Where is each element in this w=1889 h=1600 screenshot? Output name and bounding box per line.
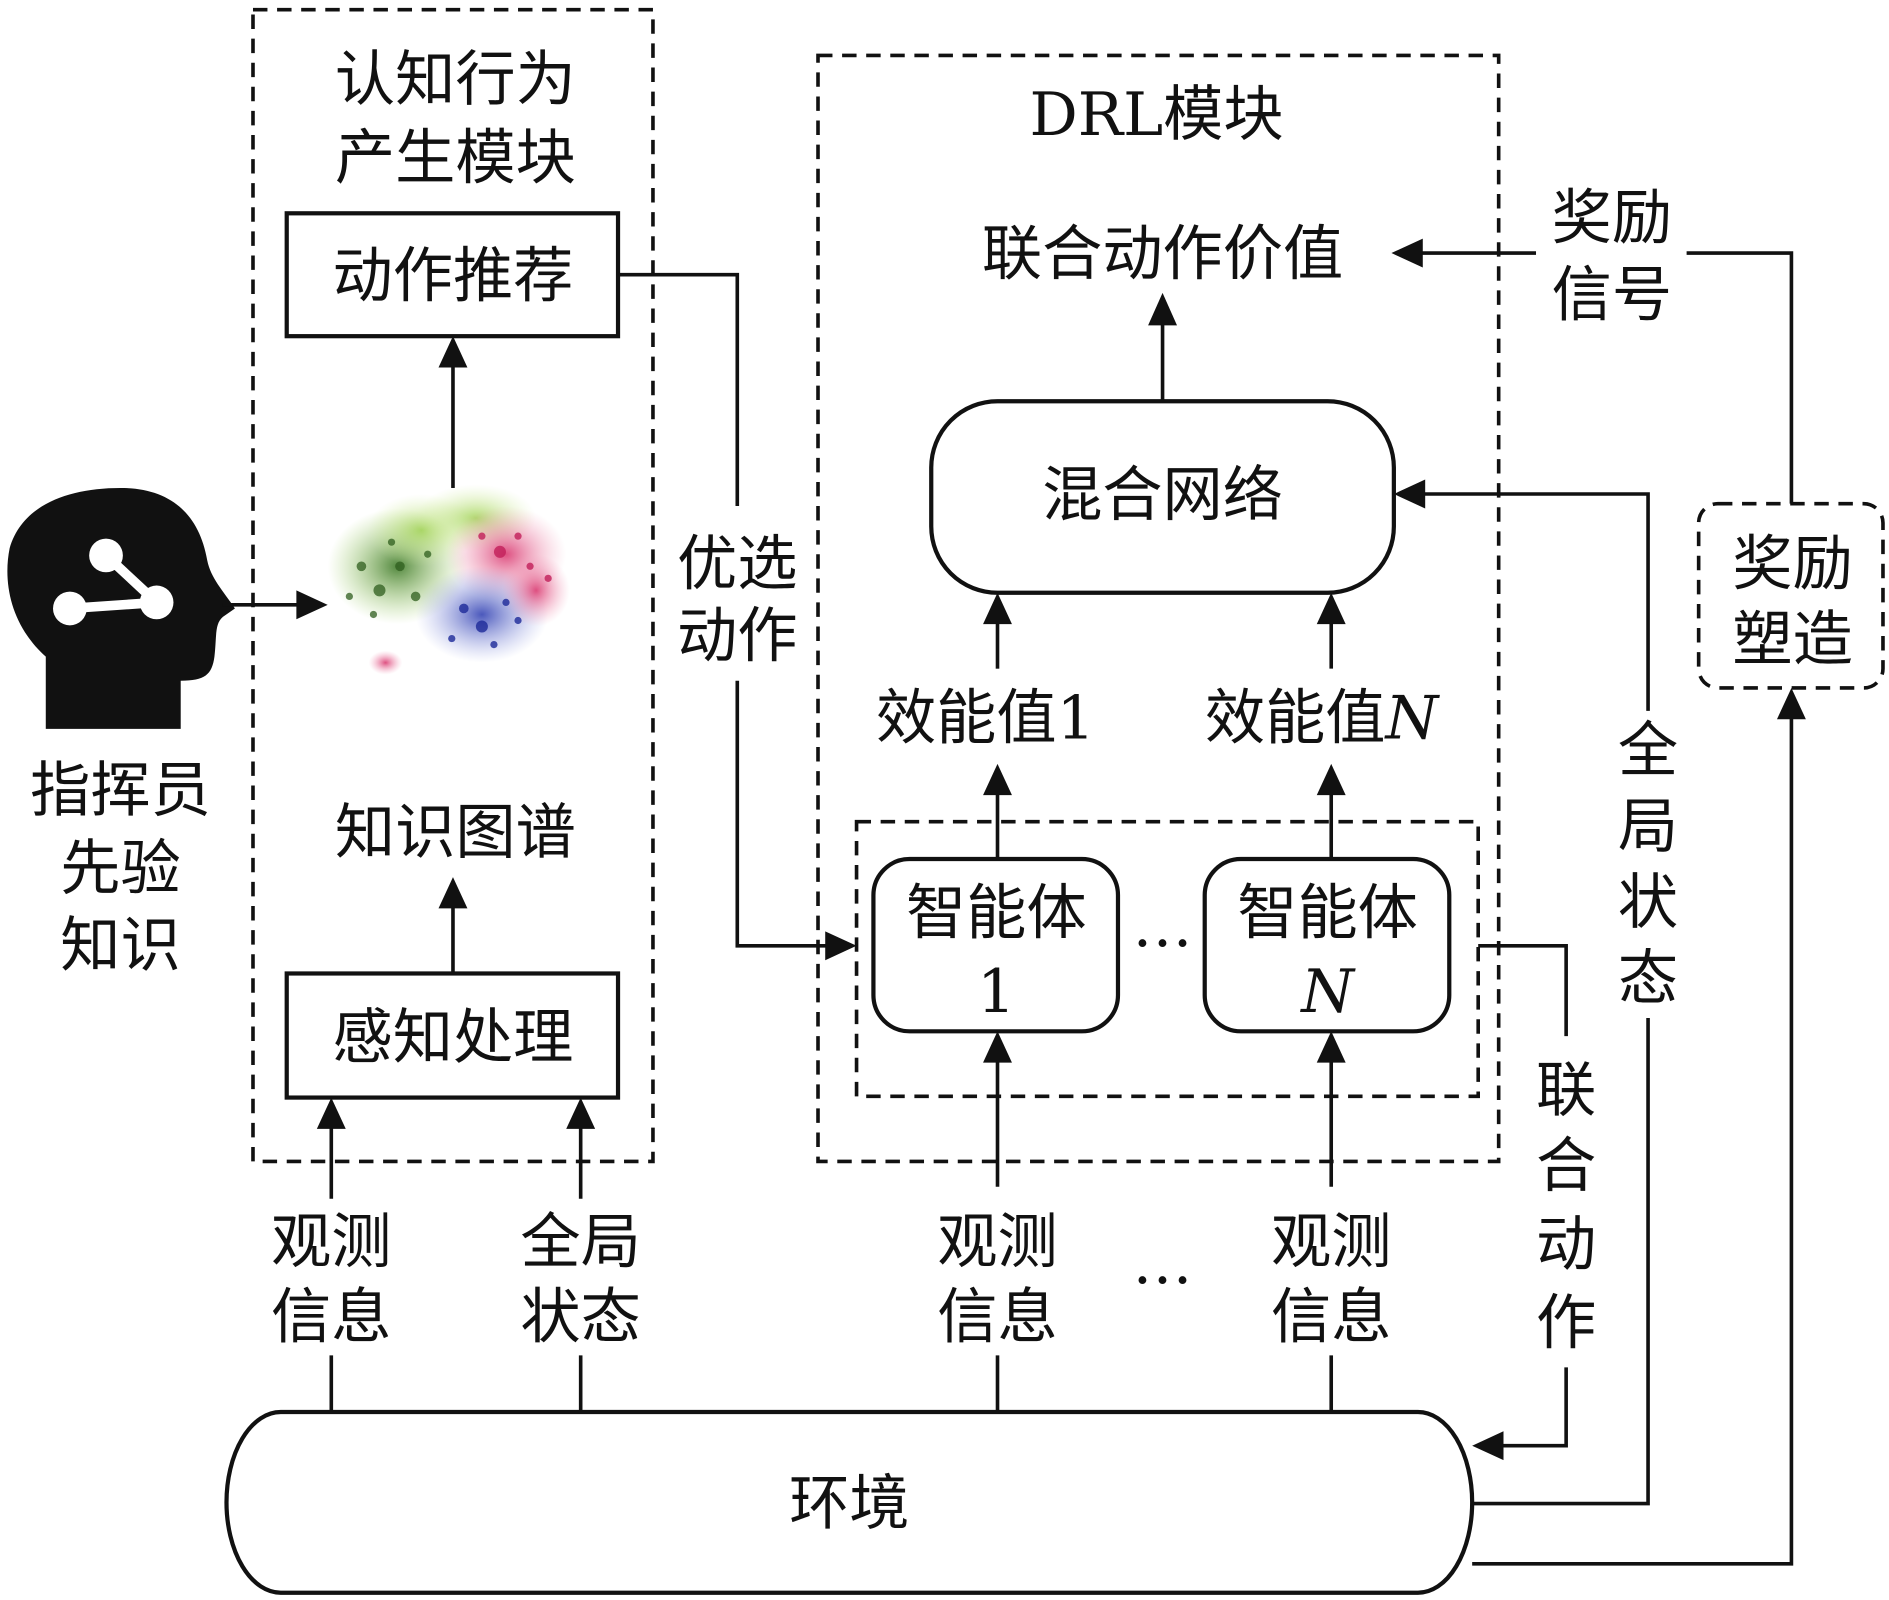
agent-n-node: 智能体 N <box>1202 856 1452 1034</box>
action-recommend-label: 动作推荐 <box>333 241 574 311</box>
arrow-agentN-to-utility <box>1316 763 1346 860</box>
cognitive-module-title-line1: 认知行为 <box>335 45 576 115</box>
agents-group-border <box>854 819 1480 1099</box>
svg-text:塑造: 塑造 <box>1732 605 1852 675</box>
arrow-graph-to-recommend <box>438 336 468 488</box>
reward-shaping-node: 奖励 塑造 <box>1696 501 1885 690</box>
global-state-label-cognitive: 全局 状态 <box>520 1208 640 1353</box>
agent-1-node: 智能体 1 <box>871 856 1121 1034</box>
svg-text:局: 局 <box>1618 792 1678 862</box>
knowledge-graph-image <box>327 484 570 675</box>
svg-text:状: 状 <box>1618 868 1678 938</box>
environment-label: 环境 <box>789 1469 909 1539</box>
drl-module-title: DRL模块 <box>1029 80 1283 150</box>
svg-text:观测: 观测 <box>937 1208 1057 1278</box>
svg-text:状态: 状态 <box>520 1282 640 1352</box>
utility-value-n-label: 效能值N <box>1205 684 1441 754</box>
joint-action-label: 联 合 动 作 <box>1536 1056 1596 1359</box>
svg-text:观测: 观测 <box>271 1208 391 1278</box>
svg-text:信号: 信号 <box>1552 261 1672 331</box>
utility-value-1-label: 效能值1 <box>876 684 1095 754</box>
svg-text:全: 全 <box>1618 716 1678 786</box>
svg-text:优选: 优选 <box>677 529 797 599</box>
arrow-utilityN-to-mixer <box>1316 592 1346 669</box>
arrow-obs-to-perception <box>316 1097 346 1412</box>
env-to-reward-shaping-path <box>1472 687 1806 1566</box>
environment-node: 环境 <box>224 1409 1475 1595</box>
perception-label: 感知处理 <box>333 1003 574 1073</box>
svg-text:1: 1 <box>977 957 1015 1027</box>
svg-text:动作: 动作 <box>677 602 797 672</box>
arrow-utility1-to-mixer <box>983 592 1012 669</box>
svg-text:奖励: 奖励 <box>1552 184 1672 254</box>
svg-text:信息: 信息 <box>937 1282 1057 1352</box>
joint-action-value-label: 联合动作价值 <box>982 220 1343 290</box>
arrow-obs-to-agentN <box>1316 1031 1346 1412</box>
knowledge-graph-label: 知识图谱 <box>335 798 576 868</box>
mixing-network-label: 混合网络 <box>1042 461 1283 531</box>
commander-head-icon <box>7 487 235 729</box>
svg-text:动: 动 <box>1536 1210 1596 1280</box>
svg-text:奖励: 奖励 <box>1732 529 1852 599</box>
arrow-global-to-perception <box>566 1097 596 1412</box>
reward-signal-path <box>1391 238 1794 504</box>
commander-label: 指挥员 先验 知识 <box>30 756 211 981</box>
arrow-obs-to-agent1 <box>983 1031 1012 1412</box>
drl-module-border <box>816 53 1501 1164</box>
svg-text:先验: 先验 <box>60 834 180 904</box>
svg-text:全局: 全局 <box>520 1208 640 1278</box>
perception-node: 感知处理 <box>284 971 621 1100</box>
mixing-network-node: 混合网络 <box>929 399 1396 595</box>
agents-ellipsis: … <box>1132 891 1192 961</box>
svg-text:知识: 知识 <box>60 911 180 981</box>
cognitive-module-border <box>251 7 655 1164</box>
svg-text:观测: 观测 <box>1271 1208 1391 1278</box>
arrow-mixer-to-value <box>1148 292 1178 402</box>
joint-action-path <box>1472 943 1568 1461</box>
obs-info-label-agentN: 观测 信息 <box>1271 1208 1391 1353</box>
svg-text:信息: 信息 <box>1271 1282 1391 1352</box>
svg-text:N: N <box>1299 957 1356 1027</box>
svg-text:合: 合 <box>1536 1132 1596 1202</box>
reward-signal-label: 奖励 信号 <box>1552 184 1672 331</box>
preferred-action-label: 优选 动作 <box>677 529 797 671</box>
svg-text:信息: 信息 <box>271 1282 391 1352</box>
svg-text:智能体: 智能体 <box>1237 879 1418 949</box>
arrow-perception-to-graph <box>438 877 468 974</box>
obs-ellipsis: … <box>1132 1228 1192 1298</box>
global-state-path <box>1393 479 1650 1506</box>
svg-text:态: 态 <box>1618 944 1678 1014</box>
svg-text:作: 作 <box>1536 1288 1596 1358</box>
action-recommend-node: 动作推荐 <box>284 211 621 339</box>
arrow-agent1-to-utility <box>983 763 1012 860</box>
svg-text:联: 联 <box>1536 1056 1596 1126</box>
preferred-action-path <box>618 272 857 961</box>
svg-text:指挥员: 指挥员 <box>30 756 211 826</box>
obs-info-label-agent1: 观测 信息 <box>937 1208 1057 1353</box>
svg-text:智能体: 智能体 <box>906 879 1087 949</box>
cognitive-module-title-line2: 产生模块 <box>335 123 576 193</box>
arrow-commander-to-graph <box>222 590 328 620</box>
global-state-label-side: 全 局 状 态 <box>1618 716 1678 1014</box>
obs-info-label-cognitive: 观测 信息 <box>271 1208 391 1353</box>
